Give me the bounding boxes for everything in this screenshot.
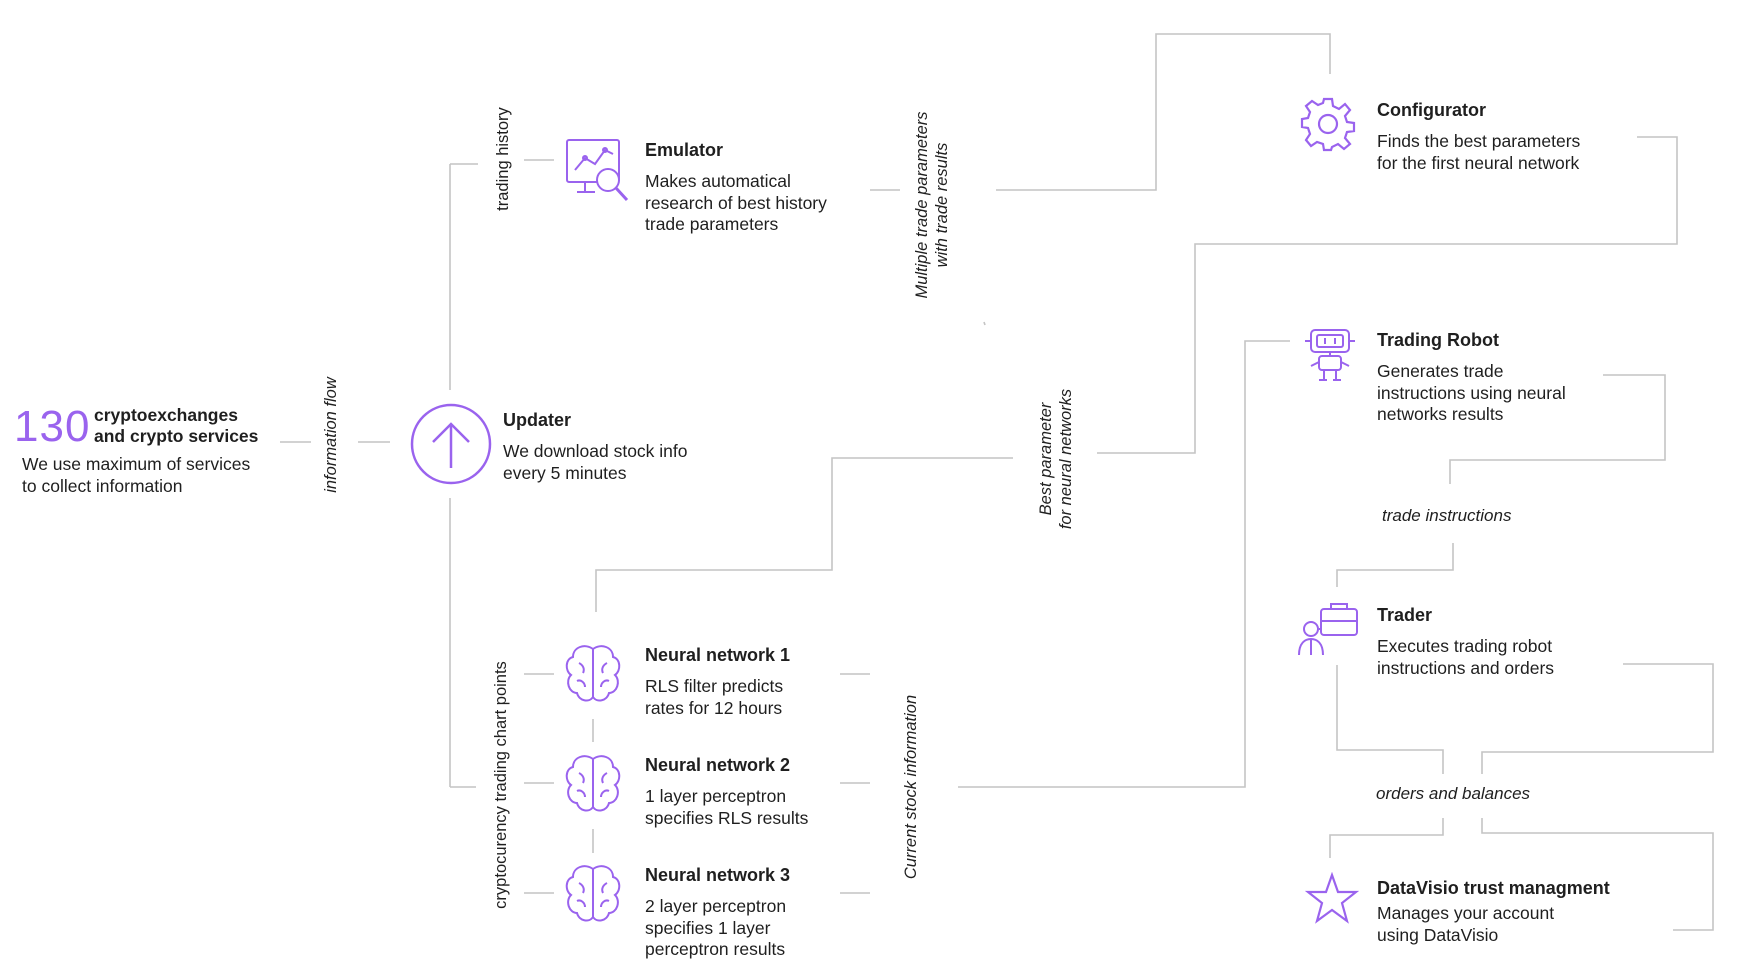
brain-icon (563, 643, 623, 705)
datavisio-title: DataVisio trust managment (1377, 878, 1610, 898)
emulator-node: Emulator Makes automatical research of b… (645, 139, 827, 236)
nn2-node: Neural network 2 1 layer perceptron spec… (645, 754, 808, 829)
configurator-description: Finds the best parameters for the first … (1377, 131, 1581, 173)
trader-description: Executes trading robot instructions and … (1377, 636, 1555, 678)
robot-node: Trading Robot Generates trade instructio… (1377, 329, 1566, 426)
robot-description: Generates trade instructions using neura… (1377, 361, 1566, 424)
emulator-title: Emulator (645, 140, 724, 160)
datavisio-node: DataVisio trust managment Manages your a… (1377, 877, 1610, 946)
nn1-node: Neural network 1 RLS filter predicts rat… (645, 644, 790, 719)
gear-icon (1300, 96, 1356, 152)
updater-title: Updater (503, 410, 572, 430)
label-orders-balances: orders and balances (1376, 784, 1531, 803)
exchange-count: 130 (14, 402, 91, 451)
label-best-param: Best parameter for neural networks (1037, 388, 1075, 530)
arrow-up-circle-icon (409, 402, 493, 486)
nn1-title: Neural network 1 (645, 645, 791, 665)
chart-magnifier-icon (565, 138, 631, 204)
robot-title: Trading Robot (1377, 330, 1499, 350)
nn2-title: Neural network 2 (645, 755, 791, 775)
configurator-node: Configurator Finds the best parameters f… (1377, 99, 1580, 174)
trader-briefcase-icon (1297, 599, 1361, 659)
label-information-flow: information flow (322, 377, 340, 493)
trader-node: Trader Executes trading robot instructio… (1377, 604, 1554, 679)
label-trading-history: trading history (494, 107, 512, 211)
label-multiple-params: Multiple trade parameters with trade res… (913, 111, 951, 299)
configurator-title: Configurator (1377, 100, 1486, 120)
label-trade-instructions: trade instructions (1382, 506, 1512, 525)
robot-icon (1303, 326, 1357, 386)
nn3-node: Neural network 3 2 layer perceptron spec… (645, 864, 790, 961)
updater-node: Updater We download stock info every 5 m… (503, 409, 688, 484)
updater-description: We download stock info every 5 minutes (503, 441, 688, 483)
brain-icon (563, 753, 623, 815)
source-title: cryptoexchanges and crypto services (94, 405, 259, 446)
nn1-description: RLS filter predicts rates for 12 hours (645, 676, 784, 718)
emulator-description: Makes automatical research of best histo… (645, 171, 827, 234)
nn3-description: 2 layer perceptron specifies 1 layer per… (645, 896, 787, 959)
star-icon (1305, 872, 1359, 924)
trader-title: Trader (1377, 605, 1433, 625)
label-chart-points: cryptocurency trading chart points (492, 661, 510, 909)
brain-icon (563, 863, 623, 925)
nn2-description: 1 layer perceptron specifies RLS results (645, 786, 809, 828)
source-description: We use maximum of services to collect in… (22, 454, 251, 496)
label-current-stock: Current stock information (902, 694, 920, 880)
datavisio-description: Manages your account using DataVisio (1377, 903, 1555, 945)
nn3-title: Neural network 3 (645, 865, 791, 885)
